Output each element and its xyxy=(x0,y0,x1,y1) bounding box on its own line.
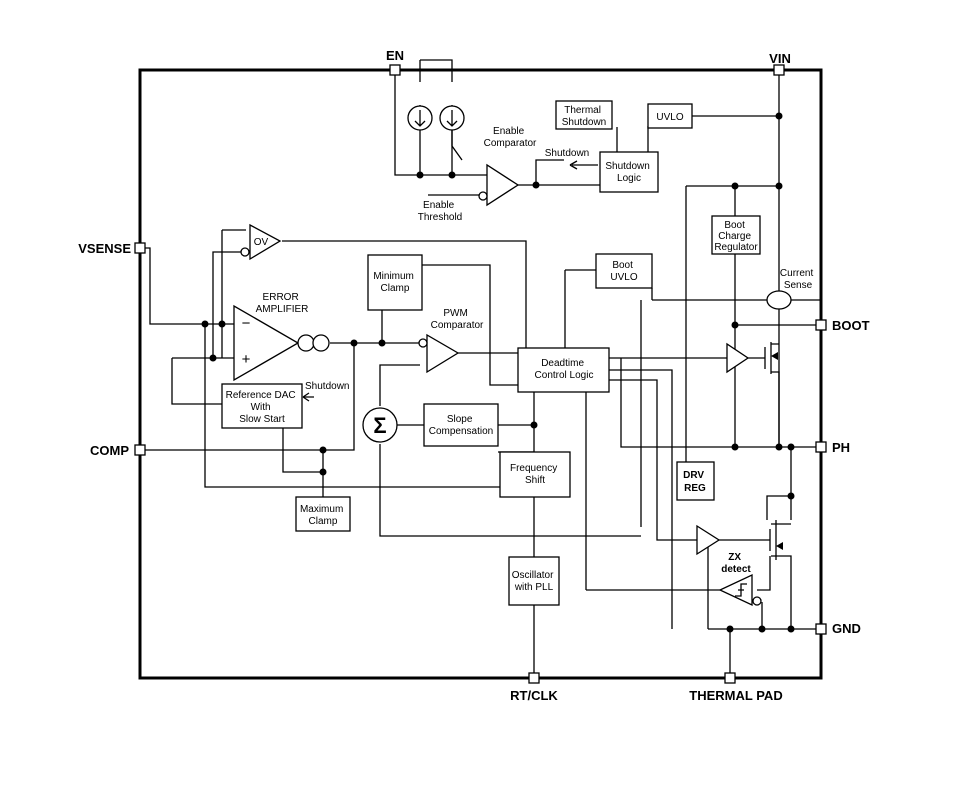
sigma-summer xyxy=(362,407,398,443)
minimum-clamp-block xyxy=(367,254,423,311)
oscillator-block xyxy=(508,556,560,606)
pin-gnd-pad xyxy=(815,623,827,635)
current-source-1 xyxy=(407,105,433,131)
minimum-clamp-text: Minimum Clamp xyxy=(373,271,416,294)
zx-detect-label: ZX detect xyxy=(721,552,751,575)
frequency-shift-block xyxy=(499,451,571,498)
pin-en-label: EN xyxy=(386,48,404,63)
shutdown-arrow-2 xyxy=(302,392,314,402)
pin-rtclk-label: RT/CLK xyxy=(510,688,558,703)
shutdown-arrow-1 xyxy=(569,160,578,170)
pin-comp-pad xyxy=(134,444,146,456)
pwm-comparator xyxy=(418,333,460,374)
high-side-driver xyxy=(726,342,750,374)
slope-compensation-text: Slope Compensation xyxy=(429,414,493,437)
sigma-symbol: Σ xyxy=(373,413,386,438)
maximum-clamp-text: Maximum Clamp xyxy=(300,504,346,527)
pin-en-pad xyxy=(389,64,401,76)
pin-ph-pad xyxy=(815,441,827,453)
pin-vsense-label: VSENSE xyxy=(78,241,131,256)
reference-dac-block xyxy=(221,383,303,429)
maximum-clamp-block xyxy=(295,496,351,532)
high-side-mosfet xyxy=(764,342,778,374)
boot-uvlo-text: Boot UVLO xyxy=(610,260,637,283)
oscillator-text: Oscillator with PLL xyxy=(512,570,556,593)
shutdown-logic-text: Shutdown Logic xyxy=(605,161,652,184)
pin-comp-label: COMP xyxy=(90,443,129,458)
thermal-shutdown-block xyxy=(555,100,613,130)
thermal-shutdown-text: Thermal Shutdown xyxy=(562,105,606,128)
pin-boot-label: BOOT xyxy=(832,318,870,333)
chip-outline xyxy=(138,68,823,680)
current-source-2 xyxy=(439,105,465,131)
pin-vin-pad xyxy=(773,64,785,76)
reference-dac-text: Reference DAC With Slow Start xyxy=(226,390,299,425)
zx-detect-comparator xyxy=(718,573,762,607)
boot-charge-regulator-block xyxy=(711,215,761,255)
shutdown-label-top: Shutdown xyxy=(545,148,589,159)
frequency-shift-text: Frequency Shift xyxy=(510,463,560,486)
slope-compensation-block xyxy=(423,403,499,447)
boot-charge-regulator-text: Boot Charge Regulator xyxy=(714,220,758,253)
low-side-mosfet xyxy=(769,520,783,560)
pin-rtclk-pad xyxy=(528,672,540,684)
ov-comparator xyxy=(240,223,282,261)
plus-sign: + xyxy=(242,351,251,368)
enable-comparator-label: Enable Comparator xyxy=(484,126,537,149)
shutdown-logic-block xyxy=(599,151,659,193)
pin-vin-label: VIN xyxy=(769,51,791,66)
boot-uvlo-block xyxy=(595,253,653,289)
pin-vsense-pad xyxy=(134,242,146,254)
pwm-comparator-label: PWM Comparator xyxy=(431,308,484,331)
shutdown-label-dac: Shutdown xyxy=(305,381,349,392)
enable-comparator xyxy=(478,163,520,207)
error-amplifier xyxy=(233,304,330,382)
ov-label: OV xyxy=(254,237,269,248)
low-side-driver xyxy=(696,524,721,556)
uvlo-block xyxy=(647,103,693,129)
junction-dots xyxy=(201,112,795,633)
current-sense-icon xyxy=(766,290,792,310)
current-sense-label: Current Sense xyxy=(780,268,816,291)
pin-thermal-pad-pad xyxy=(724,672,736,684)
pin-thermal-pad-label: THERMAL PAD xyxy=(689,688,782,703)
minus-sign: − xyxy=(242,315,251,332)
enable-threshold-label: Enable Threshold xyxy=(418,200,462,223)
pin-boot-pad xyxy=(815,319,827,331)
error-amplifier-label: ERROR AMPLIFIER xyxy=(256,292,309,315)
drv-reg-text: DRV REG xyxy=(683,470,707,494)
deadtime-control-logic-block xyxy=(517,347,610,393)
deadtime-control-logic-text: Deadtime Control Logic xyxy=(535,358,594,381)
drv-reg-block xyxy=(676,461,715,501)
pin-ph-label: PH xyxy=(832,440,850,455)
pin-gnd-label: GND xyxy=(832,621,861,636)
uvlo-text: UVLO xyxy=(656,112,683,123)
